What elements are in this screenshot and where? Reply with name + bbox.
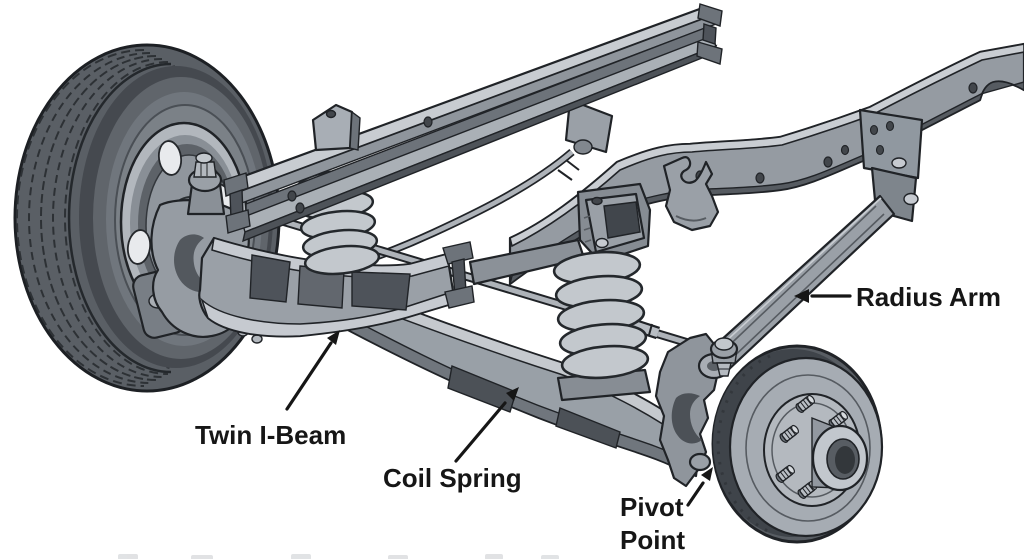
pivot-point-label-line2: Point (620, 525, 685, 555)
bottom-edge-artifacts (118, 554, 559, 559)
twin-i-beam-label: Twin I-Beam (195, 420, 346, 450)
radius-arm-pivot-bolt (903, 192, 919, 206)
lower-kingpin-boss (688, 452, 712, 472)
tie-rod-end (709, 337, 739, 377)
ibeam-pocket (249, 254, 291, 303)
rail-left-end-section (223, 172, 251, 234)
rail-right-end-section (696, 3, 723, 65)
pivot-point-label-line1: Pivot (620, 492, 684, 522)
rail-top-bracket (311, 103, 361, 152)
callout-radius-arm: Radius Arm (794, 282, 1001, 312)
kingpin-nut (193, 161, 217, 178)
rail-rivets (287, 116, 433, 214)
right-coil-spring (552, 250, 650, 380)
ibeam-pocket (351, 271, 411, 311)
bracket-opening (603, 201, 641, 239)
left-ibeam-end-section (442, 241, 475, 309)
twin-i-beam-arrow (285, 341, 333, 411)
pivot-bracket (576, 182, 652, 264)
rail-top-flange (509, 43, 1024, 248)
callout-coil-spring: Coil Spring (383, 387, 522, 493)
hub-cylinder (811, 416, 869, 492)
coil-spring-label: Coil Spring (383, 463, 522, 493)
knuckle-opening (174, 234, 214, 293)
frame-hook-bracket (662, 156, 720, 232)
callout-pivot-point: Pivot Point (620, 467, 713, 555)
left-frame-rail (223, 3, 723, 243)
callout-twin-i-beam: Twin I-Beam (195, 330, 346, 450)
radius-arm-label: Radius Arm (856, 282, 1001, 312)
right-knuckle-hub (654, 332, 884, 544)
radius-arm-bracket (858, 108, 924, 180)
left-i-beam (198, 236, 475, 338)
right-frame-rail (508, 42, 1024, 286)
ibeam-lightening-slot (447, 365, 517, 413)
radius-arm-drop-bracket (564, 98, 614, 154)
ibeam-lightening-slot (555, 407, 621, 449)
brake-rotor (711, 344, 884, 544)
pivot-point-arrow (686, 481, 705, 507)
knuckle-c-opening (671, 393, 702, 444)
bracket-bolt (891, 157, 907, 169)
radius-arm-bushing (573, 139, 593, 155)
coil-spring-arrow (454, 401, 507, 463)
